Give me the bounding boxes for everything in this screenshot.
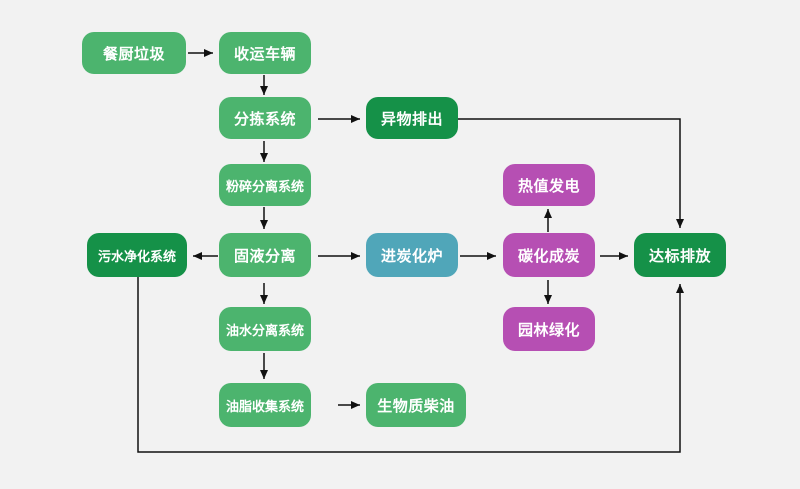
node-into-carbonization-furnace: 进炭化炉 <box>366 233 458 277</box>
arrow-foreign-matter-to-discharge <box>458 118 684 228</box>
arrow-sewage-to-discharge <box>137 277 684 453</box>
node-carbonization: 碳化成炭 <box>503 233 595 277</box>
node-biodiesel: 生物质柴油 <box>366 383 466 427</box>
node-garden-greening: 园林绿化 <box>503 307 595 351</box>
node-transport-vehicle: 收运车辆 <box>219 32 311 74</box>
node-compliant-discharge: 达标排放 <box>634 233 726 277</box>
node-solid-liquid-separation: 固液分离 <box>219 233 311 277</box>
node-pyrolysis-power: 热值发电 <box>503 164 595 206</box>
node-food-waste: 餐厨垃圾 <box>82 32 186 74</box>
node-oil-water-separation-system: 油水分离系统 <box>219 307 311 351</box>
node-foreign-matter-discharge: 异物排出 <box>366 97 458 139</box>
node-grease-collection-system: 油脂收集系统 <box>219 383 311 427</box>
node-sewage-purification-system: 污水净化系统 <box>87 233 187 277</box>
node-sorting-system: 分拣系统 <box>219 97 311 139</box>
node-crushing-separation-system: 粉碎分离系统 <box>219 164 311 206</box>
